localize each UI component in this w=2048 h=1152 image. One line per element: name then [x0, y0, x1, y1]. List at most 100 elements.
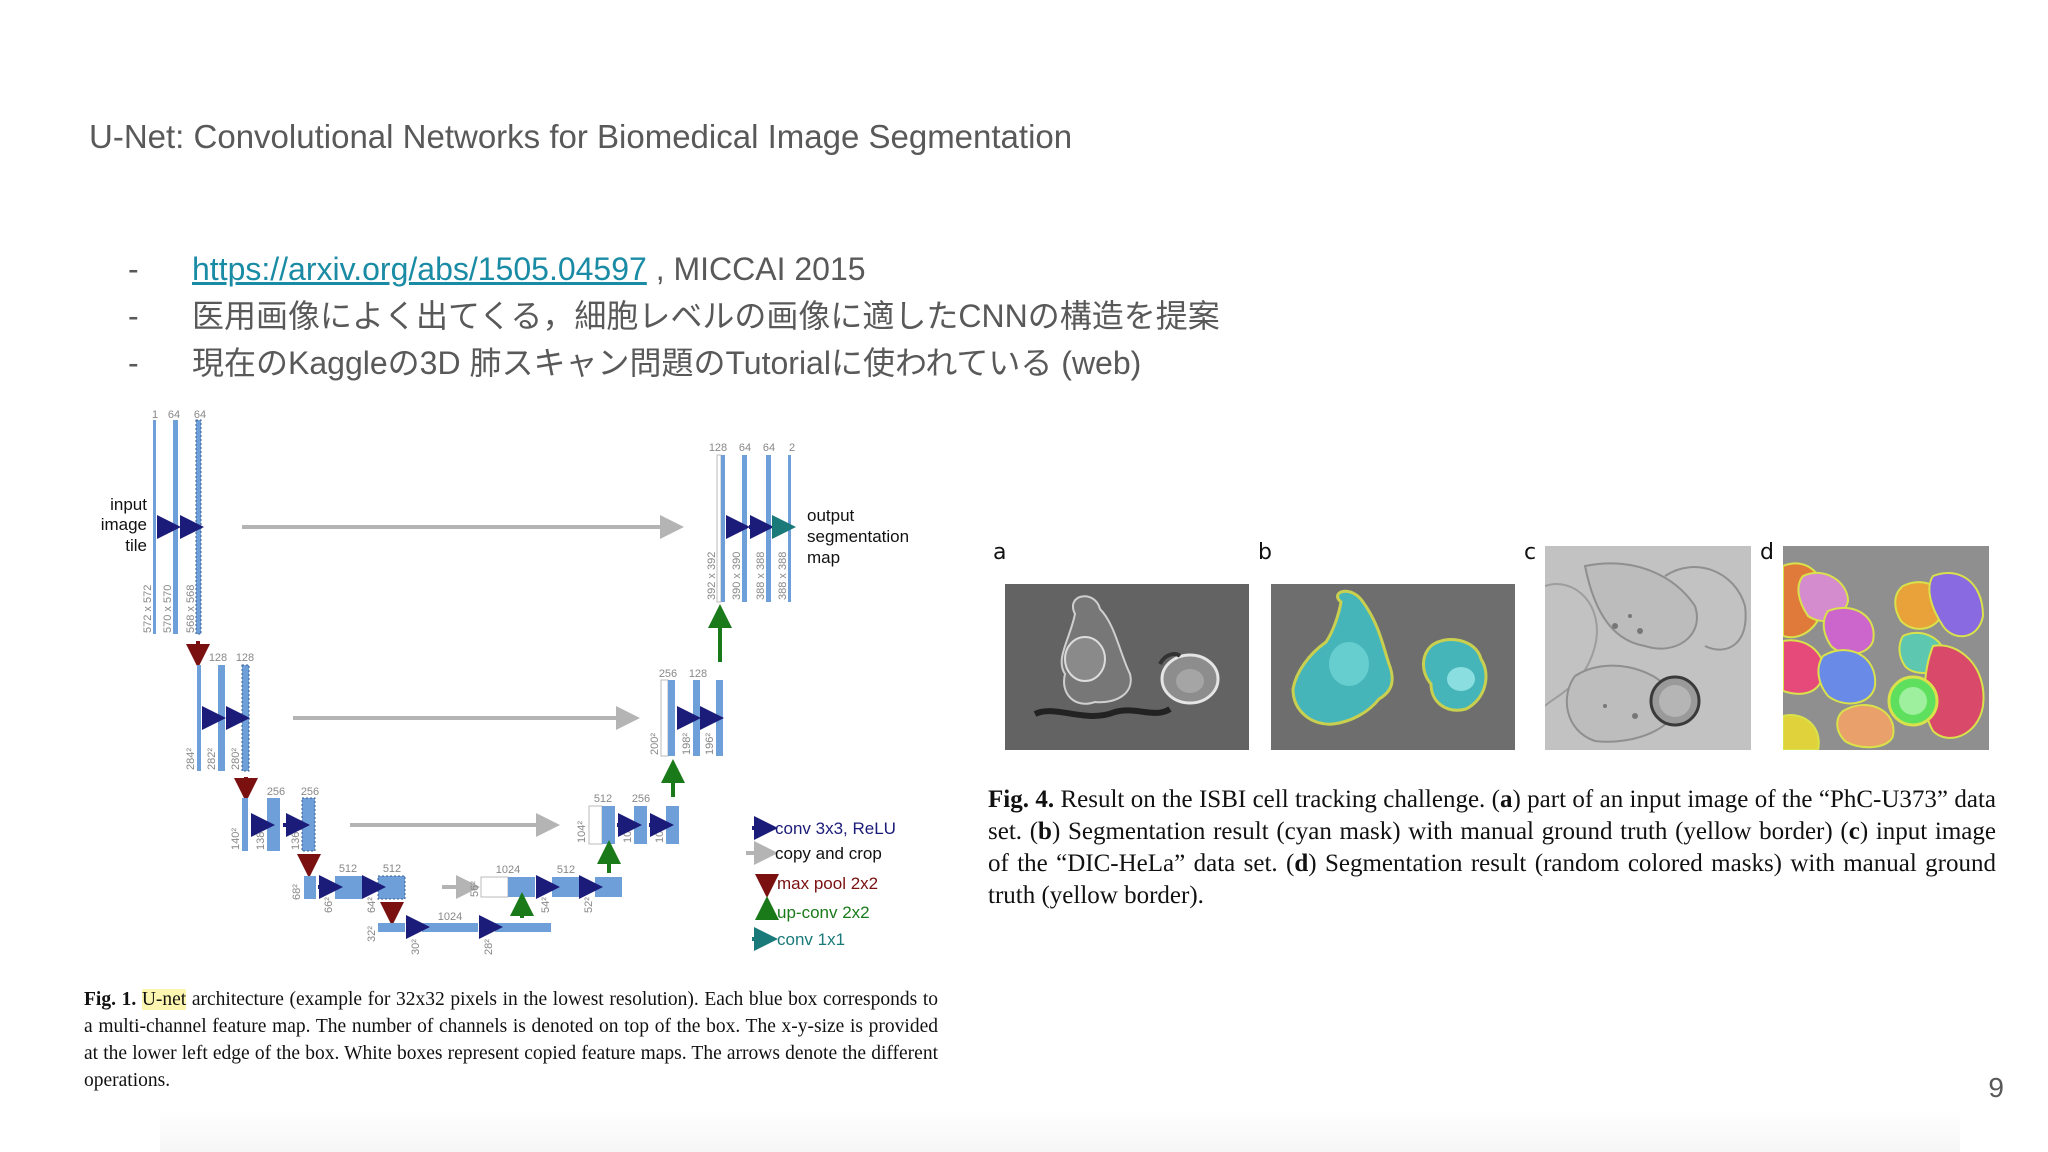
- legend-label: conv 1x1: [777, 930, 845, 949]
- fig1-caption-text: architecture (example for 32x32 pixels i…: [84, 989, 938, 1091]
- fig4-caption-part: ) Segmentation result (cyan mask) with m…: [1052, 818, 1849, 845]
- fig4-caption-prefix: Fig. 4.: [988, 786, 1054, 813]
- size-label: 196²: [704, 733, 716, 755]
- feature-map: [716, 680, 723, 756]
- cell-image-d: [1783, 546, 1989, 750]
- bullet-text: 医用画像によく出てくる，細胞レベルの画像に適したCNNの構造を提案: [192, 293, 1220, 340]
- input-label: tile: [125, 536, 147, 555]
- panel-label-b: b: [1258, 540, 1272, 565]
- size-label: 572 x 572: [142, 585, 154, 633]
- size-label: 388 x 388: [755, 552, 767, 600]
- panel-label-d: d: [1760, 540, 1774, 565]
- size-label: 136²: [290, 828, 302, 850]
- input-label: input: [110, 495, 147, 514]
- size-label: 282²: [206, 748, 218, 770]
- input-label: image: [101, 515, 147, 534]
- size-label: 570 x 570: [162, 585, 174, 633]
- bullet-suffix: , MICCAI 2015: [647, 251, 866, 287]
- feature-map: [589, 806, 602, 844]
- arxiv-link[interactable]: https://arxiv.org/abs/1505.04597: [192, 251, 647, 287]
- size-label: 66²: [323, 897, 335, 913]
- fig4-caption-bold: c: [1849, 818, 1860, 845]
- panel-label-c: c: [1524, 540, 1536, 565]
- feature-map: [422, 923, 478, 932]
- size-label: 64²: [366, 897, 378, 913]
- size-label: 56²: [469, 881, 481, 897]
- size-label: 284²: [185, 748, 197, 770]
- fig4-caption: Fig. 4. Result on the ISBI cell tracking…: [988, 784, 1996, 912]
- feature-map: [218, 665, 225, 771]
- panel-label-a: a: [993, 540, 1006, 565]
- cell-image-a: [1005, 584, 1249, 750]
- feature-map: [693, 680, 700, 756]
- feature-map: [197, 665, 201, 771]
- size-label: 54²: [540, 897, 552, 913]
- legend-label: up-conv 2x2: [777, 903, 870, 922]
- output-label: map: [807, 548, 840, 567]
- channel-label: 64: [168, 409, 180, 421]
- size-label: 28²: [483, 939, 495, 955]
- bullet-text: 現在のKaggleの3D 肺スキャン問題のTutorialに使われている (we…: [192, 340, 1141, 387]
- feature-map: [595, 877, 622, 897]
- channel-label: 64: [194, 409, 206, 421]
- channel-label: 256: [659, 668, 677, 680]
- channel-label: 64: [739, 442, 751, 454]
- channel-label: 2: [789, 442, 795, 454]
- bullet-dash: -: [128, 246, 139, 293]
- channel-label: 64: [763, 442, 775, 454]
- bullet-text: https://arxiv.org/abs/1505.04597 , MICCA…: [192, 246, 866, 293]
- fig1-caption-prefix: Fig. 1.: [84, 989, 136, 1010]
- output-label: segmentation: [807, 527, 909, 546]
- fig4-caption-bold: b: [1038, 818, 1052, 845]
- cell-image-c: [1545, 546, 1751, 750]
- feature-map: [634, 806, 647, 844]
- channel-label: 512: [339, 863, 357, 875]
- feature-map: [668, 680, 675, 756]
- size-label: 104²: [576, 821, 588, 843]
- feature-map: [481, 877, 508, 897]
- size-label: 392 x 392: [706, 552, 718, 600]
- size-label: 138²: [255, 828, 267, 850]
- size-label: 52²: [583, 897, 595, 913]
- fig4-caption-bold: a: [1500, 786, 1513, 813]
- feature-map: [602, 806, 615, 844]
- size-label: 68²: [291, 884, 303, 900]
- fig4-caption-bold: d: [1294, 850, 1308, 877]
- feature-map: [378, 876, 405, 899]
- size-label: 388 x 388: [777, 552, 789, 600]
- channel-label: 128: [689, 668, 707, 680]
- channel-label: 256: [632, 793, 650, 805]
- channel-label: 512: [557, 864, 575, 876]
- unet-highlight: U-net: [142, 989, 186, 1010]
- feature-map: [242, 665, 249, 771]
- channel-label: 256: [267, 786, 285, 798]
- size-label: 198²: [681, 733, 693, 755]
- feature-map: [267, 798, 280, 851]
- feature-map: [666, 806, 679, 844]
- size-label: 390 x 390: [731, 552, 743, 600]
- channel-label: 1024: [438, 911, 462, 923]
- size-label: 30²: [410, 939, 422, 955]
- legend-label: max pool 2x2: [777, 874, 878, 893]
- legend-label: conv 3x3, ReLU: [775, 819, 896, 838]
- channel-label: 512: [383, 863, 401, 875]
- feature-map: [378, 923, 405, 932]
- feature-map: [508, 877, 535, 897]
- feature-map: [661, 680, 668, 756]
- unet-architecture-diagram: 1 64 64 572 x 572 570 x 570 568 x 568 in…: [80, 400, 950, 980]
- feature-map: [721, 455, 725, 602]
- feature-map: [495, 923, 551, 932]
- size-label: 200²: [649, 733, 661, 755]
- bottom-fade: [160, 1110, 1960, 1152]
- feature-map: [304, 876, 316, 899]
- feature-map: [335, 876, 362, 899]
- size-label: 140²: [230, 828, 242, 850]
- legend: conv 3x3, ReLU copy and crop max pool 2x…: [746, 819, 896, 949]
- channel-label: 128: [236, 652, 254, 664]
- channel-label: 256: [301, 786, 319, 798]
- size-label: 32²: [366, 926, 378, 942]
- feature-map: [302, 798, 315, 851]
- slide-title: U-Net: Convolutional Networks for Biomed…: [89, 118, 1072, 156]
- channel-label: 128: [709, 442, 727, 454]
